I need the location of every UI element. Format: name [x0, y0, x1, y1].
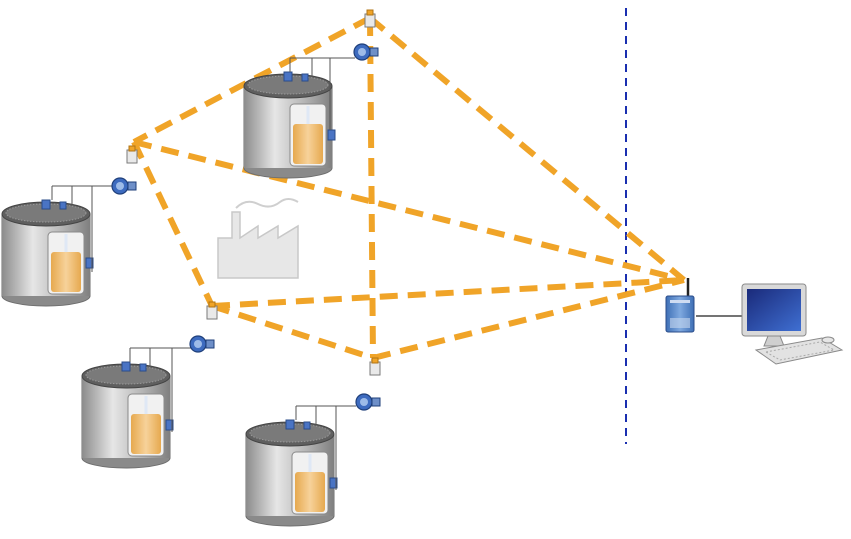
- wireless-adapter-icon: [126, 145, 138, 164]
- transmitter-icon: [353, 43, 379, 61]
- wireless-gateway-icon: [665, 278, 695, 333]
- storage-tank-bottom-center: [244, 405, 356, 528]
- wireless-adapter-icon: [364, 9, 376, 28]
- mesh-link: [368, 15, 686, 283]
- transmitter-icon: [111, 177, 137, 195]
- mesh-link: [131, 140, 215, 308]
- transmitter-icon: [355, 393, 381, 411]
- factory-icon: [217, 198, 299, 279]
- storage-tank-top: [242, 57, 355, 180]
- storage-tank-bottom-left: [80, 347, 192, 470]
- mesh-link: [372, 277, 685, 361]
- wireless-mesh-links: [131, 15, 686, 361]
- storage-tank-left: [0, 185, 112, 308]
- wireless-adapter-icon: [369, 357, 381, 376]
- mesh-link: [211, 277, 685, 309]
- wireless-adapter-icon: [206, 301, 218, 320]
- transmitter-icon: [189, 335, 215, 353]
- mesh-link: [367, 17, 376, 359]
- mesh-link: [211, 303, 374, 361]
- mesh-link: [132, 15, 372, 145]
- computer-workstation-icon: [741, 283, 844, 365]
- mesh-link: [133, 139, 685, 283]
